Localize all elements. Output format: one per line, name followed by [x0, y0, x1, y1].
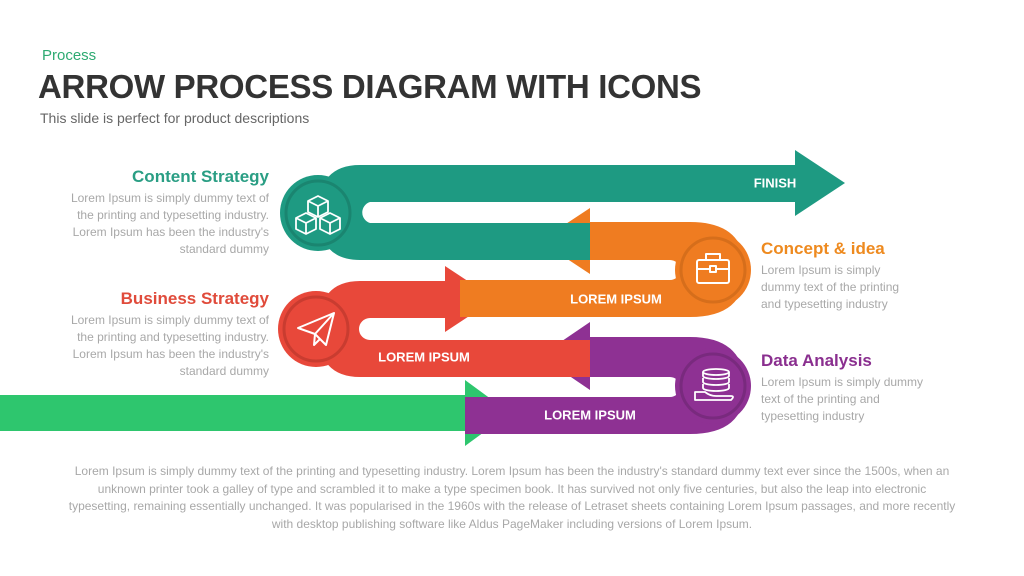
- footer-line: typesetting, remaining essentially uncha…: [68, 499, 956, 513]
- business-strategy-desc: Lorem Ipsum is simply dummy text of the …: [9, 312, 269, 380]
- desc-line: the printing and typesetting industry.: [77, 208, 269, 222]
- concept-idea-title: Concept & idea: [761, 239, 885, 258]
- cubes-icon: [295, 195, 341, 235]
- purple-circle: [675, 348, 751, 424]
- desc-line: the printing and typesetting industry.: [77, 330, 269, 344]
- briefcase-icon: [696, 253, 730, 284]
- content-strategy-block: Content Strategy Lorem Ipsum is simply d…: [9, 167, 269, 258]
- orange-loop-band: [460, 208, 745, 317]
- concept-idea-desc: Lorem Ipsum is simply dummy text of the …: [761, 262, 1001, 313]
- data-analysis-title: Data Analysis: [761, 351, 872, 370]
- desc-line: Lorem Ipsum has been the industry's: [72, 225, 269, 239]
- footer-paragraph: Lorem Ipsum is simply dummy text of the …: [36, 463, 988, 533]
- content-strategy-desc: Lorem Ipsum is simply dummy text of the …: [9, 190, 269, 258]
- slide-title: ARROW PROCESS DIAGRAM WITH ICONS: [38, 68, 702, 105]
- paper-plane-icon: [297, 312, 335, 346]
- red-circle: [278, 291, 354, 367]
- finish-label: FINISH: [753, 175, 797, 191]
- business-strategy-title: Business Strategy: [120, 289, 269, 308]
- data-analysis-block: Data Analysis Lorem Ipsum is simply dumm…: [761, 351, 1001, 425]
- desc-line: Lorem Ipsum has been the industry's: [72, 347, 269, 361]
- orange-arrow-label: LOREM IPSUM: [570, 291, 662, 307]
- desc-line: and typesetting industry: [761, 297, 888, 311]
- desc-line: Lorem Ipsum is simply dummy text of: [70, 191, 269, 205]
- purple-arrow-label: LOREM IPSUM: [544, 407, 636, 423]
- purple-loop-band: [465, 322, 745, 434]
- slide-kicker: Process: [42, 47, 97, 64]
- desc-line: text of the printing and: [761, 392, 880, 406]
- data-analysis-desc: Lorem Ipsum is simply dummy text of the …: [761, 374, 1001, 425]
- desc-line: typesetting industry: [761, 409, 865, 423]
- footer-line: unknown printer took a galley of type an…: [97, 481, 927, 496]
- green-start-arrow: [0, 380, 510, 446]
- hand-coins-icon: [694, 368, 734, 401]
- desc-line: Lorem Ipsum is simply dummy text of: [70, 313, 269, 327]
- concept-idea-block: Concept & idea Lorem Ipsum is simply dum…: [761, 239, 1001, 313]
- teal-loop-band: [318, 150, 845, 260]
- business-strategy-block: Business Strategy Lorem Ipsum is simply …: [9, 289, 269, 380]
- desc-line: Lorem Ipsum is simply: [761, 263, 881, 277]
- desc-line: standard dummy: [179, 242, 269, 256]
- desc-line: Lorem Ipsum is simply dummy: [761, 375, 924, 389]
- slide-subtitle: This slide is perfect for product descri…: [40, 110, 310, 126]
- content-strategy-title: Content Strategy: [132, 167, 269, 186]
- red-loop-band: [318, 266, 590, 377]
- footer-line: with desktop publishing software like Al…: [271, 516, 753, 531]
- red-arrow-label: LOREM IPSUM: [378, 349, 470, 365]
- footer-line: Lorem Ipsum is simply dummy text of the …: [74, 464, 950, 478]
- desc-line: standard dummy: [179, 364, 269, 378]
- desc-line: dummy text of the printing: [761, 280, 900, 294]
